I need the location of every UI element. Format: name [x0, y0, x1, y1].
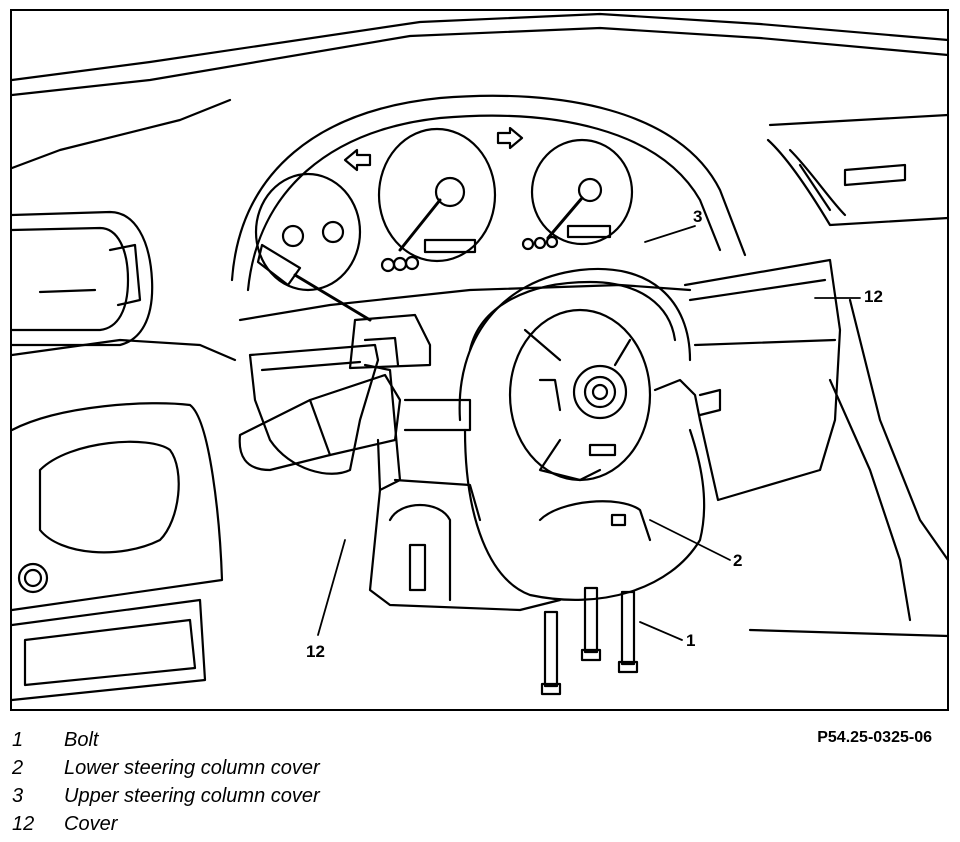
diagram-figure: 3 12 2 1 12 — [10, 9, 950, 711]
bolt-2 — [583, 586, 599, 654]
reference-code: P54.25-0325-06 — [817, 729, 932, 746]
legend-text: Lower steering column cover — [64, 757, 320, 779]
left-air-vent — [10, 210, 154, 347]
steering-wheel — [458, 267, 722, 482]
figure-border — [10, 9, 949, 711]
steering-column-shell — [363, 363, 562, 612]
legend-text: Cover — [64, 813, 118, 835]
leader-1 — [639, 621, 683, 641]
callout-2: 2 — [733, 551, 743, 570]
legend-number: 12 — [12, 813, 35, 835]
bolts — [540, 586, 639, 696]
legend-number: 3 — [12, 785, 24, 807]
bolt-3 — [620, 590, 636, 666]
combination-switch — [238, 313, 432, 472]
legend-number: 2 — [12, 757, 24, 779]
bolt-1 — [543, 610, 559, 688]
tachometer — [530, 138, 634, 246]
dashboard-outline — [10, 12, 950, 638]
left-cover — [248, 343, 380, 475]
leader-2 — [649, 519, 731, 561]
leader-3 — [644, 225, 696, 243]
callout-12-left: 12 — [306, 642, 325, 661]
right-cover — [683, 258, 842, 502]
instrument-cluster — [230, 94, 747, 322]
legend-number: 1 — [12, 729, 24, 751]
callout-3: 3 — [693, 207, 703, 226]
leader-lines — [317, 225, 861, 641]
speedometer — [377, 127, 497, 263]
leader-12-left — [317, 539, 346, 636]
lower-steering-column-cover — [463, 428, 706, 601]
steering-column-illustration — [10, 9, 950, 711]
callout-12-right: 12 — [864, 287, 883, 306]
callout-1: 1 — [686, 631, 696, 650]
right-air-vent — [766, 113, 950, 227]
legend-text: Upper steering column cover — [64, 785, 320, 807]
legend-text: Bolt — [64, 729, 99, 751]
left-gauge — [254, 172, 362, 292]
left-storage-compartment — [10, 402, 224, 702]
